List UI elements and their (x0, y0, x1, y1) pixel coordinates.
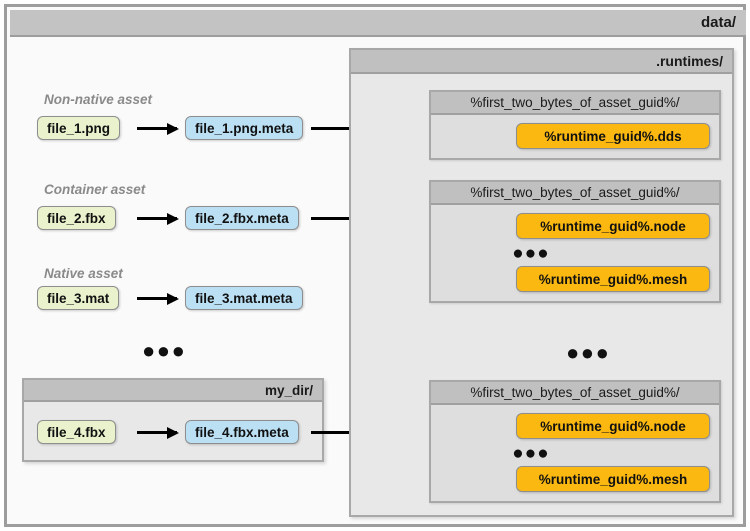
runtimes-folder-title: .runtimes/ (351, 50, 732, 74)
asset-file-3: file_3.mat (37, 286, 120, 310)
runtime-file-mesh-2: %runtime_guid%.mesh (516, 466, 710, 492)
runtime-guid-group-3: %first_two_bytes_of_asset_guid%/ %runtim… (429, 380, 721, 503)
asset-file-2: file_2.fbx (37, 206, 116, 230)
runtime-guid-group-2-body: %runtime_guid%.node ●●● %runtime_guid%.m… (431, 205, 719, 301)
runtime-guid-group-3-body: %runtime_guid%.node ●●● %runtime_guid%.m… (431, 405, 719, 501)
asset-type-label-native: Native asset (44, 266, 123, 281)
meta-file-1: file_1.png.meta (185, 116, 304, 140)
runtime-guid-group-1-title: %first_two_bytes_of_asset_guid%/ (431, 92, 719, 115)
meta-file-2: file_2.fbx.meta (185, 206, 299, 230)
runtime-file-node-2: %runtime_guid%.node (516, 413, 710, 439)
runtime-guid-group-1: %first_two_bytes_of_asset_guid%/ %runtim… (429, 90, 721, 160)
arrow-asset-2-to-meta-2 (137, 217, 177, 220)
runtime-file-node-1: %runtime_guid%.node (516, 213, 710, 239)
asset-file-1: file_1.png (37, 116, 121, 140)
arrow-asset-4-to-meta-4 (137, 431, 177, 434)
runtime-group-3-ellipsis: ●●● (512, 443, 550, 464)
my-dir-title: my_dir/ (24, 380, 322, 402)
arrow-asset-1-to-meta-1 (137, 127, 177, 130)
runtime-file-dds: %runtime_guid%.dds (516, 123, 710, 149)
runtime-file-mesh-1: %runtime_guid%.mesh (516, 266, 710, 292)
meta-file-3: file_3.mat.meta (185, 286, 303, 310)
runtime-guid-group-2: %first_two_bytes_of_asset_guid%/ %runtim… (429, 180, 721, 303)
runtime-guid-group-2-title: %first_two_bytes_of_asset_guid%/ (431, 182, 719, 205)
meta-file-4: file_4.fbx.meta (185, 420, 299, 444)
asset-file-4: file_4.fbx (37, 420, 116, 444)
asset-type-label-container: Container asset (44, 182, 146, 197)
runtime-guid-group-1-body: %runtime_guid%.dds (431, 115, 719, 158)
left-column-ellipsis: ●●● (142, 338, 187, 363)
runtime-group-2-ellipsis: ●●● (512, 243, 550, 264)
arrow-asset-3-to-meta-3 (137, 297, 177, 300)
runtimes-panel-ellipsis: ●●● (566, 340, 611, 365)
runtimes-folder-panel: .runtimes/ %first_two_bytes_of_asset_gui… (349, 48, 734, 517)
data-folder-title: data/ (10, 10, 746, 37)
asset-type-label-non-native: Non-native asset (44, 92, 153, 107)
runtime-guid-group-3-title: %first_two_bytes_of_asset_guid%/ (431, 382, 719, 405)
